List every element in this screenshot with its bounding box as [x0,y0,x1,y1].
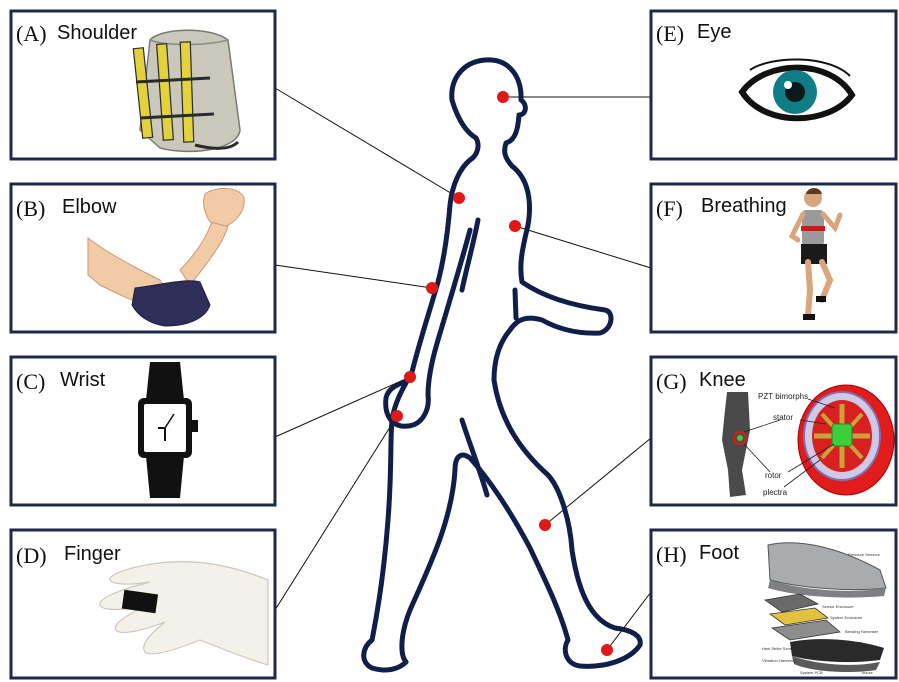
foot-label-insole: Insole [862,670,873,675]
panel-name: Knee [699,369,746,391]
panel-shoulder: (A) Shoulder [11,11,275,159]
foot-label-vibration: Vibration Harvester [762,658,797,663]
connector-breathing [515,226,651,268]
panel-name: Wrist [60,369,106,391]
panel-knee: (G) Knee PZT bimorphs stator rotor [651,357,896,505]
panel-letter: (H) [656,542,687,567]
human-body-outline [364,60,641,670]
foot-label-system-enclosure: System Enclosure [830,615,863,620]
foot-label-bending: Bending Harvester [845,629,879,634]
foot-label-heel-strike: Heel Strike Sensor [762,646,796,651]
knee-label-stator: stator [773,413,793,422]
panel-breathing: (F) Breathing [651,184,896,332]
panel-wrist: (C) Wrist [11,357,275,505]
connector-knee [545,438,651,525]
knee-label-pzt: PZT bimorphs [758,392,808,401]
panel-name: Eye [697,21,731,43]
marker-breathing [509,220,521,232]
marker-foot [601,644,613,656]
foot-label-sensor-enclosure: Sensor Enclosure [822,604,854,609]
connector-shoulder [275,88,459,198]
panel-name: Elbow [62,196,117,218]
connector-elbow [275,265,432,288]
sensor-markers [391,91,613,656]
marker-finger [391,410,403,422]
panel-name: Foot [699,542,739,564]
marker-elbow [426,282,438,294]
connector-finger [275,416,397,610]
panel-letter: (C) [16,369,45,394]
panel-name: Finger [64,543,121,565]
foot-label-pressure: Pressure Sensors [848,552,880,557]
panel-letter: (B) [16,196,45,221]
marker-wrist [404,371,416,383]
panel-elbow: (B) Elbow [11,184,275,332]
rotor-disc-icon [798,385,894,495]
panel-letter: (D) [16,543,47,568]
marker-eye [497,91,509,103]
panel-letter: (F) [656,196,683,221]
connector-foot [607,592,651,650]
panel-eye: (E) Eye [651,11,896,159]
panel-name: Shoulder [57,22,137,44]
backpack-icon [133,30,240,151]
panel-finger: (D) Finger [11,530,275,678]
foot-label-system-pcb: System PCB [800,670,823,675]
knee-label-rotor: rotor [765,471,782,480]
panel-letter: (E) [656,21,684,46]
panel-foot: (H) Foot Pressure Sensors Sensor Enclosu… [651,530,896,678]
panel-letter: (A) [16,21,47,46]
marker-knee [539,519,551,531]
marker-shoulder [453,192,465,204]
connector-lines [275,88,651,650]
panel-name: Breathing [701,195,787,217]
knee-label-plectra: plectra [763,488,788,497]
panel-letter: (G) [656,369,687,394]
